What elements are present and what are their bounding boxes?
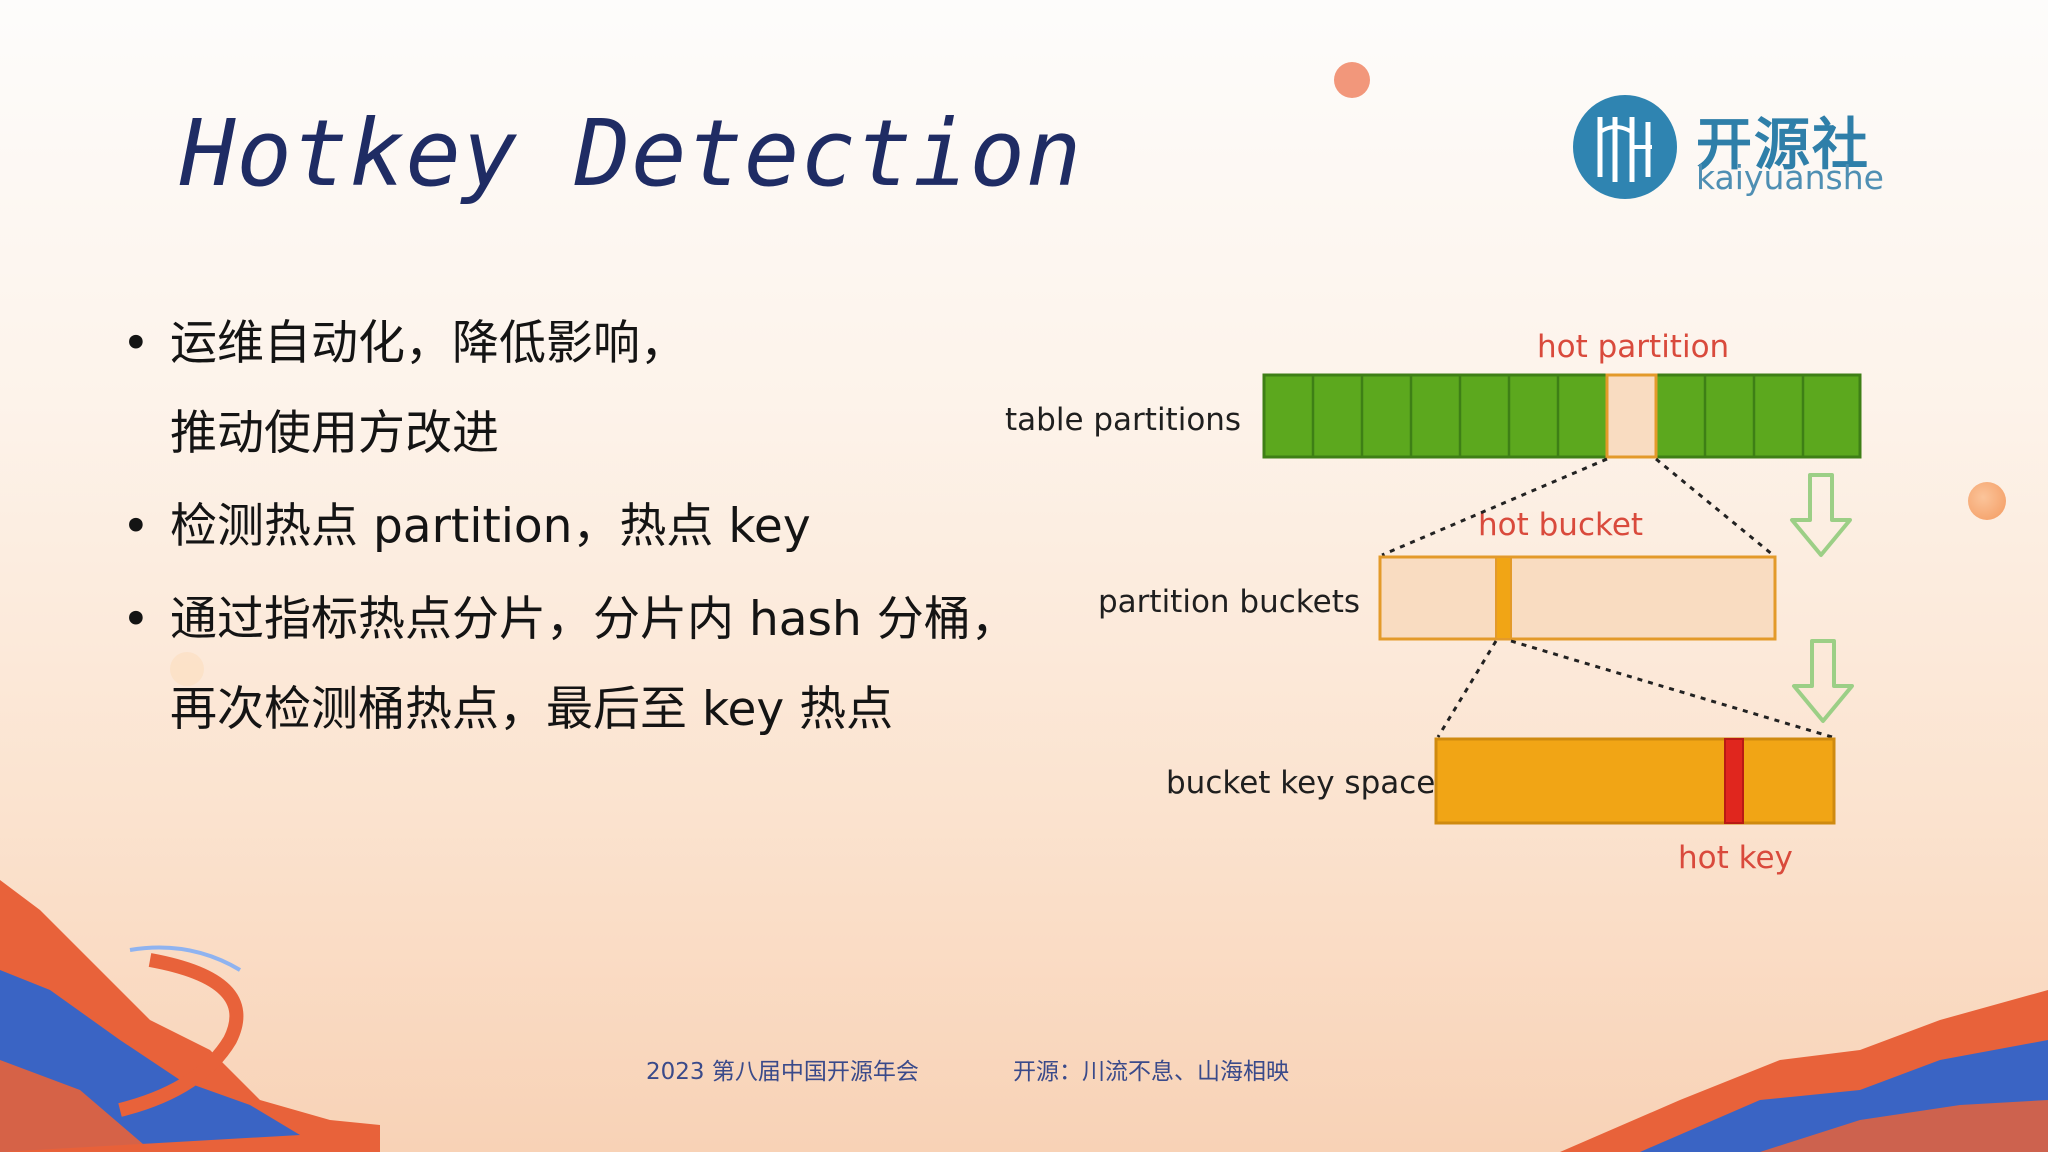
hot-bucket-cell (1495, 556, 1512, 640)
hot-bucket-label: hot bucket (1478, 507, 1643, 543)
logo-name-cn: 开源社 (1696, 113, 1870, 178)
logo-name-en: kaiyuanshe (1696, 158, 1884, 197)
footer-event: 2023 第八届中国开源年会 (646, 1059, 919, 1085)
page-title: Hotkey Detection (180, 100, 1083, 207)
down-arrow-icon (1790, 473, 1852, 557)
bullet-1-continued: 推动使用方改进 (170, 404, 499, 464)
mountain-left-decoration (0, 880, 380, 1152)
partition-buckets-label: partition buckets (1098, 584, 1360, 620)
bullet-3: • 通过指标热点分片，分片内 hash 分桶， (122, 590, 1018, 650)
hot-key-label: hot key (1678, 840, 1793, 876)
table-partitions-row (1262, 373, 1862, 459)
hot-key-cell (1724, 738, 1744, 824)
partition-buckets-row (1378, 555, 1777, 641)
bullet-dot-icon: • (122, 499, 150, 554)
bullet-3-line-1: 通过指标热点分片，分片内 hash 分桶， (170, 592, 1018, 647)
bullet-2: • 检测热点 partition，热点 key (122, 497, 811, 557)
mountain-right-decoration (1560, 990, 2048, 1152)
table-partitions-label: table partitions (1005, 402, 1241, 438)
zoom-lines-2 (1436, 639, 1833, 739)
bucket-key-space-label: bucket key space (1166, 765, 1435, 801)
zoom-lines-1 (1381, 457, 1774, 557)
decor-dot-left (170, 652, 204, 686)
down-arrow-icon (1792, 639, 1854, 723)
decor-dot-top (1334, 62, 1370, 98)
logo-emblem-icon (1573, 95, 1677, 199)
hot-partition-label: hot partition (1537, 329, 1729, 365)
logo (1570, 92, 1680, 202)
bullet-3-line-2: 再次检测桶热点，最后至 key 热点 (170, 682, 894, 737)
footer-slogan: 开源：川流不息、山海相映 (1013, 1059, 1289, 1085)
bullet-1-line-2: 推动使用方改进 (170, 406, 499, 461)
bucket-key-space-row (1434, 737, 1836, 825)
hotkey-diagram: hot partition table partitions hot bucke… (1005, 329, 1862, 876)
bullet-2-line-1: 检测热点 partition，热点 key (170, 499, 811, 554)
bullet-3-continued: 再次检测桶热点，最后至 key 热点 (170, 680, 893, 740)
bullet-dot-icon: • (122, 592, 150, 647)
bullet-1-line-1: 运维自动化，降低影响， (170, 316, 687, 371)
bullet-dot-icon: • (122, 316, 150, 371)
decor-dot-right (1968, 482, 2006, 520)
bullet-1: • 运维自动化，降低影响， (122, 314, 687, 374)
hot-partition-cell (1605, 373, 1658, 459)
